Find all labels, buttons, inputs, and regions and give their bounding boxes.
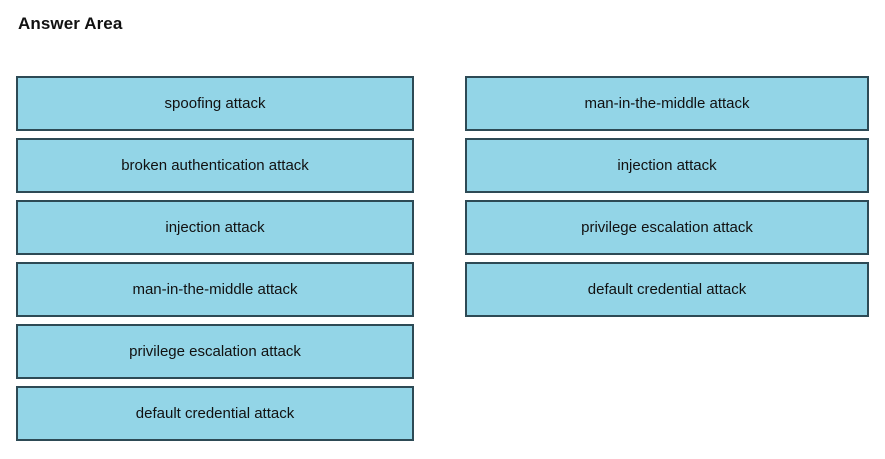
option-box[interactable]: privilege escalation attack bbox=[16, 324, 414, 379]
option-box[interactable]: broken authentication attack bbox=[16, 138, 414, 193]
source-options-column: spoofing attack broken authentication at… bbox=[16, 76, 414, 441]
option-box[interactable]: spoofing attack bbox=[16, 76, 414, 131]
answer-slot-box[interactable]: man-in-the-middle attack bbox=[465, 76, 869, 131]
option-box[interactable]: injection attack bbox=[16, 200, 414, 255]
answer-slot-box[interactable]: default credential attack bbox=[465, 262, 869, 317]
answer-slot-box[interactable]: injection attack bbox=[465, 138, 869, 193]
answer-slot-box[interactable]: privilege escalation attack bbox=[465, 200, 869, 255]
answer-slots-column: man-in-the-middle attack injection attac… bbox=[465, 76, 869, 317]
page-title: Answer Area bbox=[18, 14, 123, 33]
option-box[interactable]: man-in-the-middle attack bbox=[16, 262, 414, 317]
option-box[interactable]: default credential attack bbox=[16, 386, 414, 441]
